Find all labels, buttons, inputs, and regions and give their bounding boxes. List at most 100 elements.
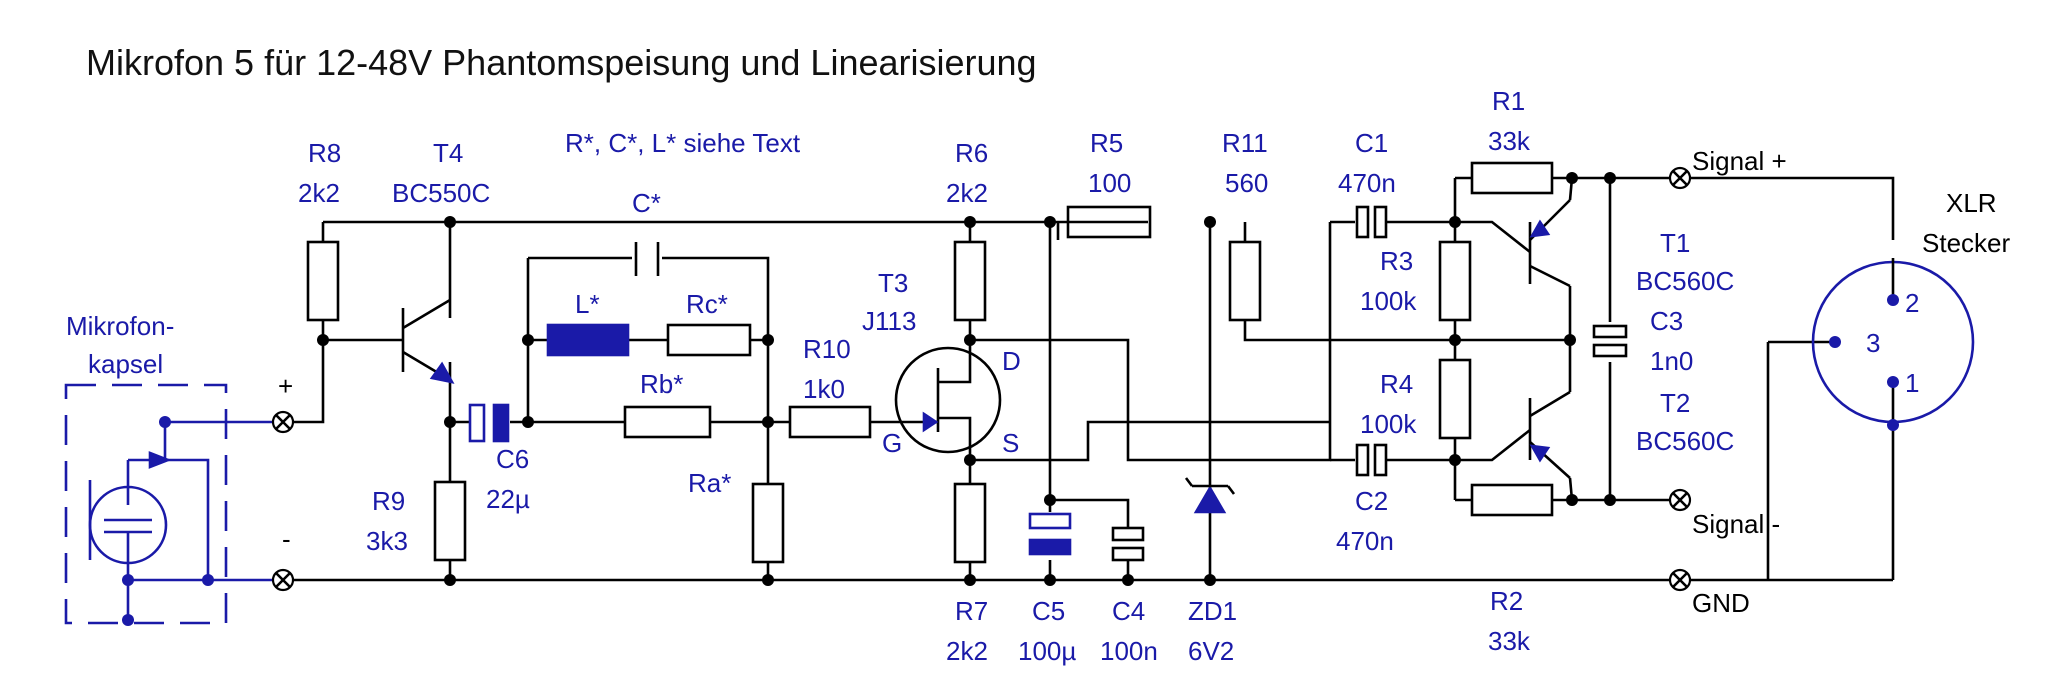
resistor-r9: R9 3k3	[366, 480, 467, 562]
rb-star-ref: Rb*	[640, 369, 683, 399]
resistor-r11: R11 560	[1222, 128, 1268, 322]
r9-ref: R9	[372, 486, 405, 516]
ra-star-ref: Ra*	[688, 468, 731, 498]
c6-ref: C6	[496, 444, 529, 474]
r4-value: 100k	[1360, 409, 1417, 439]
r11-value: 560	[1225, 168, 1268, 198]
resistor-r10: R10 1k0	[788, 334, 872, 439]
capacitor-c5: C5 100µ	[1018, 512, 1076, 666]
t1-ref: T1	[1660, 228, 1690, 258]
t2-value: BC560C	[1636, 426, 1734, 456]
inductor-l-star: L*	[546, 289, 630, 357]
t3-pin-s: S	[1002, 428, 1019, 458]
terminal-signal-plus	[1668, 166, 1692, 190]
t1-value: BC560C	[1636, 266, 1734, 296]
resistor-rc-star: Rc*	[666, 289, 752, 357]
resistor-rb-star: Rb*	[623, 369, 712, 439]
junction-dots	[122, 172, 1899, 626]
r7-ref: R7	[955, 596, 988, 626]
r8-value: 2k2	[298, 178, 340, 208]
c1-value: 470n	[1338, 168, 1396, 198]
c4-ref: C4	[1112, 596, 1145, 626]
resistor-r4: R4 100k	[1360, 358, 1472, 440]
capsule-plus: +	[278, 371, 293, 401]
c3-value: 1n0	[1650, 346, 1693, 376]
jfet-t3: T3 J113 D S G	[862, 268, 1021, 460]
l-star-ref: L*	[575, 289, 600, 319]
zd1-ref: ZD1	[1188, 596, 1237, 626]
t4-value: BC550C	[392, 178, 490, 208]
xlr-connector: XLR Stecker 2 3 1	[1811, 188, 2010, 425]
capsule-minus: -	[282, 524, 291, 554]
r1-value: 33k	[1488, 126, 1531, 156]
rc-star-ref: Rc*	[686, 289, 728, 319]
transistor-t1: T1 BC560C	[1528, 199, 1734, 296]
transistor-t2: T2 BC560C	[1528, 388, 1734, 479]
resistor-r7: R7 2k2	[946, 482, 988, 666]
r9-value: 3k3	[366, 526, 408, 556]
resistor-ra-star: Ra*	[688, 468, 785, 564]
capsule-label-line1: Mikrofon-	[66, 311, 174, 341]
r6-ref: R6	[955, 138, 988, 168]
c4-value: 100n	[1100, 636, 1158, 666]
r5-ref: R5	[1090, 128, 1123, 158]
c2-ref: C2	[1355, 486, 1388, 516]
xlr-label-line1: XLR	[1946, 188, 1997, 218]
capacitor-c-star: C*	[632, 188, 661, 276]
resistor-r8: R8 2k2	[298, 138, 341, 322]
c1-ref: C1	[1355, 128, 1388, 158]
zener-zd1: ZD1 6V2	[1184, 477, 1237, 666]
r11-ref: R11	[1222, 128, 1268, 158]
r5-value: 100	[1088, 168, 1131, 198]
transistor-t4: T4 BC550C	[392, 138, 490, 384]
c5-ref: C5	[1032, 596, 1065, 626]
r6-value: 2k2	[946, 178, 988, 208]
microphone-capsule: Mikrofon- kapsel + -	[64, 311, 293, 625]
t2-ref: T2	[1660, 388, 1690, 418]
r2-ref: R2	[1490, 586, 1523, 616]
xlr-pin-2: 2	[1905, 288, 1919, 318]
xlr-pin-1: 1	[1905, 368, 1919, 398]
resistor-r2: R2 33k	[1470, 483, 1554, 656]
r1-ref: R1	[1492, 86, 1525, 116]
terminals	[271, 166, 1692, 592]
t3-ref: T3	[878, 268, 908, 298]
t3-value: J113	[862, 306, 916, 336]
t3-pin-g: G	[882, 428, 902, 458]
wires	[283, 176, 1895, 582]
capacitor-c4: C4 100n	[1100, 526, 1158, 666]
c-star-ref: C*	[632, 188, 661, 218]
terminal-capsule-minus	[271, 568, 295, 592]
capsule-label-line2: kapsel	[88, 349, 163, 379]
resistor-r1: R1 33k	[1470, 86, 1554, 195]
r10-ref: R10	[803, 334, 851, 364]
r8-ref: R8	[308, 138, 341, 168]
r3-value: 100k	[1360, 286, 1417, 316]
component-note: R*, C*, L* siehe Text	[565, 128, 801, 158]
c6-value: 22µ	[486, 484, 530, 514]
c5-value: 100µ	[1018, 636, 1076, 666]
capacitor-c3: C3 1n0	[1592, 306, 1693, 376]
r10-value: 1k0	[803, 374, 845, 404]
r7-value: 2k2	[946, 636, 988, 666]
resistor-r5: R5 100	[1066, 128, 1152, 239]
resistor-r6: R6 2k2	[946, 138, 988, 322]
xlr-pin-3: 3	[1866, 328, 1880, 358]
t4-ref: T4	[433, 138, 463, 168]
capacitor-c6: C6 22µ	[468, 403, 530, 514]
c3-ref: C3	[1650, 306, 1683, 336]
terminal-capsule-plus	[271, 410, 295, 434]
output-gnd: GND	[1692, 588, 1750, 618]
r4-ref: R4	[1380, 369, 1413, 399]
terminal-signal-minus	[1668, 488, 1692, 512]
r2-value: 33k	[1488, 626, 1531, 656]
capacitor-c1: C1 470n	[1338, 128, 1396, 239]
schematic-title: Mikrofon 5 für 12-48V Phantomspeisung un…	[86, 42, 1037, 83]
xlr-label-line2: Stecker	[1922, 228, 2010, 258]
zd1-value: 6V2	[1188, 636, 1234, 666]
c2-value: 470n	[1336, 526, 1394, 556]
t3-pin-d: D	[1002, 346, 1021, 376]
resistor-r3: R3 100k	[1360, 240, 1472, 322]
output-signal-minus: Signal -	[1692, 509, 1780, 539]
